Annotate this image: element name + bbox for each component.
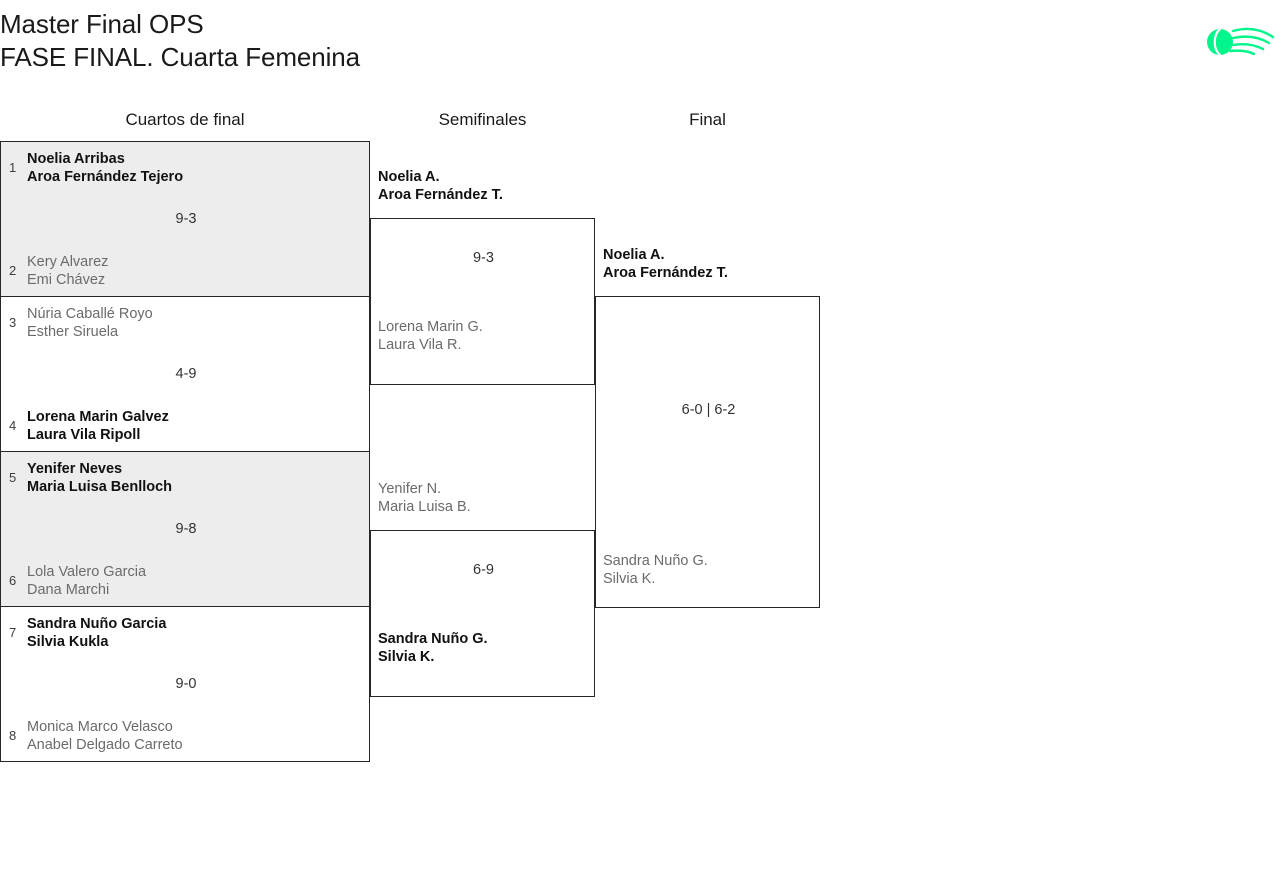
seed-number: 8 [9,728,17,743]
player-name-1: Núria Caballé Royo [27,306,153,322]
player-name-1: Lola Valero Garcia [27,564,147,580]
player-name-2: Dana Marchi [27,582,110,598]
player-name-1: Sandra Nuño G. [603,553,708,569]
team-entry[interactable]: Noelia A. Aroa Fernández T. [603,246,728,282]
team-entry[interactable]: Noelia A. Aroa Fernández T. [378,168,503,204]
player-name-1: Noelia A. [378,169,440,185]
tournament-name: Master Final OPS [0,9,204,39]
player-name-2: Silvia Kukla [27,634,109,650]
match-score: 4-9 [175,366,197,382]
round-header-quarterfinals: Cuartos de final [125,110,245,129]
player-name-2: Esther Siruela [27,324,119,340]
player-name-2: Silvia K. [378,649,435,665]
seed-number: 2 [9,263,17,278]
team-entry[interactable]: Sandra Nuño Garcia Silvia Kukla [27,615,166,651]
player-name-2: Laura Vila Ripoll [27,427,141,443]
team-entry[interactable]: Lorena Marin G. Laura Vila R. [378,318,483,354]
match-quarterfinal-1[interactable]: 1 Noelia Arribas Aroa Fernández Tejero 9… [0,141,370,297]
match-quarterfinal-4[interactable]: 7 Sandra Nuño Garcia Silvia Kukla 9-0 8 … [0,606,370,762]
seed-number: 1 [9,160,17,175]
seed-number: 7 [9,625,17,640]
seed-number: 4 [9,418,17,433]
player-name-1: Yenifer N. [378,481,442,497]
match-quarterfinal-3[interactable]: 5 Yenifer Neves Maria Luisa Benlloch 9-8… [0,451,370,607]
team-entry[interactable]: Sandra Nuño G. Silvia K. [378,630,488,666]
match-score: 6-9 [473,562,494,578]
team-entry[interactable]: Noelia Arribas Aroa Fernández Tejero [27,150,183,186]
team-entry[interactable]: Sandra Nuño G. Silvia K. [603,552,708,588]
team-entry[interactable]: Monica Marco Velasco Anabel Delgado Carr… [27,718,183,754]
player-name-1: Sandra Nuño G. [378,631,488,647]
player-name-1: Noelia A. [603,247,665,263]
player-name-2: Silvia K. [603,571,656,587]
match-score: 9-3 [473,250,494,266]
team-entry[interactable]: Yenifer N. Maria Luisa B. [378,480,471,516]
team-entry[interactable]: Lorena Marin Galvez Laura Vila Ripoll [27,408,169,444]
player-name-1: Yenifer Neves [27,461,123,477]
page-title: Master Final OPS FASE FINAL. Cuarta Feme… [0,8,900,74]
player-name-2: Emi Chávez [27,272,106,288]
player-name-2: Maria Luisa Benlloch [27,479,173,495]
player-name-2: Aroa Fernández Tejero [27,169,184,185]
round-header-final: Final [689,110,726,129]
player-name-1: Sandra Nuño Garcia [27,616,167,632]
team-entry[interactable]: Lola Valero Garcia Dana Marchi [27,563,146,599]
player-name-2: Aroa Fernández T. [378,187,503,203]
player-name-2: Laura Vila R. [378,337,462,353]
seed-number: 5 [9,470,17,485]
player-name-2: Maria Luisa B. [378,499,471,515]
player-name-1: Noelia Arribas [27,151,125,167]
match-score: 9-3 [175,211,197,227]
seed-number: 3 [9,315,17,330]
round-header-semifinals: Semifinales [438,110,527,129]
player-name-2: Aroa Fernández T. [603,265,728,281]
player-name-1: Kery Alvarez [27,254,109,270]
match-final[interactable]: Noelia A. Aroa Fernández T. 6-0 | 6-2 Sa… [595,247,820,608]
player-name-1: Lorena Marin G. [378,319,483,335]
padel-ball-logo [1203,18,1277,62]
team-entry[interactable]: Núria Caballé Royo Esther Siruela [27,305,153,341]
team-entry[interactable]: Kery Alvarez Emi Chávez [27,253,108,289]
team-entry[interactable]: Yenifer Neves Maria Luisa Benlloch [27,460,172,496]
seed-number: 6 [9,573,17,588]
match-score: 6-0 | 6-2 [681,402,736,418]
player-name-2: Anabel Delgado Carreto [27,737,183,753]
match-semifinal-2[interactable]: Yenifer N. Maria Luisa B. 6-9 Sandra Nuñ… [370,481,595,697]
player-name-1: Lorena Marin Galvez [27,409,169,425]
player-name-1: Monica Marco Velasco [27,719,173,735]
match-quarterfinal-2[interactable]: 3 Núria Caballé Royo Esther Siruela 4-9 … [0,296,370,452]
match-semifinal-1[interactable]: Noelia A. Aroa Fernández T. 9-3 Lorena M… [370,169,595,385]
match-score: 9-0 [175,676,197,692]
match-score: 9-8 [175,521,197,537]
tournament-phase: FASE FINAL. Cuarta Femenina [0,42,361,72]
